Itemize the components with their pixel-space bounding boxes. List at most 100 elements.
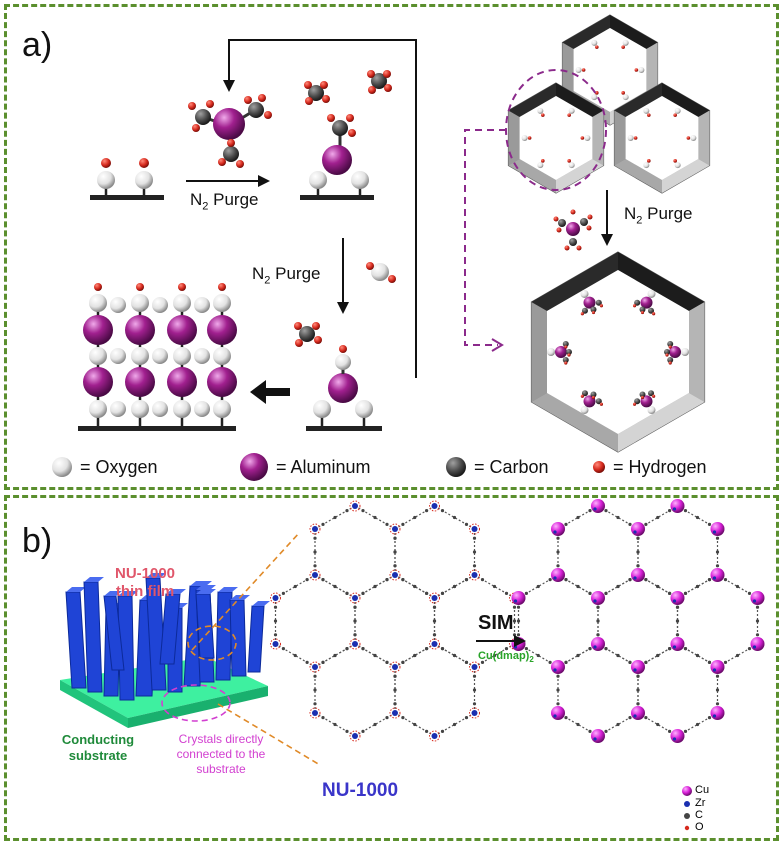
pore-carbon	[634, 299, 641, 306]
zr-node	[352, 641, 358, 647]
linker-carbon	[596, 633, 600, 637]
stack-oxygen	[152, 401, 168, 417]
stack-substrate	[78, 426, 236, 431]
stack-oxygen	[152, 297, 168, 313]
pore-carbon	[595, 299, 602, 306]
cu-node	[551, 522, 565, 536]
linker-carbon	[353, 619, 357, 623]
zr-node	[312, 710, 318, 716]
pore-hydroxyl	[591, 94, 598, 101]
linker-carbon	[321, 522, 325, 527]
zr-node	[392, 710, 398, 716]
linker-carbon	[707, 578, 712, 582]
linker-carbon	[644, 660, 648, 665]
cu-node	[551, 568, 565, 582]
zoom-lines	[187, 531, 321, 766]
zr-node	[392, 526, 398, 532]
zr-atom	[672, 645, 677, 649]
substrate-hydroxyl	[90, 158, 164, 200]
pore-hydroxyl	[674, 162, 681, 169]
pore-carbon	[595, 398, 602, 405]
alumina-multilayer	[78, 283, 237, 431]
stack-oxygen	[152, 348, 168, 364]
linker-carbon	[401, 716, 405, 720]
linker-carbon	[464, 522, 469, 527]
cu-node	[710, 568, 725, 582]
zr-node-ring	[429, 592, 440, 604]
linker-carbon	[636, 536, 640, 540]
pore-hydrogen	[599, 304, 604, 308]
pore-hydrogen	[564, 345, 568, 349]
tma-precursor	[188, 94, 272, 168]
zr-atom	[593, 645, 597, 649]
linker-carbon	[636, 550, 640, 554]
pore-oxygen	[580, 406, 589, 415]
linker-carbon	[616, 722, 620, 727]
pore-hydrogen	[652, 394, 656, 398]
film-crystal-top	[104, 591, 122, 596]
zr-atom	[553, 576, 557, 580]
pore-face	[508, 110, 520, 166]
zr-node-ring	[429, 638, 440, 650]
linker-carbon	[564, 578, 568, 582]
linker-carbon	[472, 688, 477, 692]
pore-hydrogen	[633, 136, 638, 140]
pore-hydroxyl	[575, 67, 582, 73]
zr-atom	[712, 576, 717, 580]
cycle-loop	[223, 39, 417, 378]
pore-hydroxyl	[568, 107, 575, 114]
linker-carbon	[321, 716, 325, 720]
zr-node-ring	[469, 523, 480, 535]
linker-carbon	[747, 591, 752, 596]
stack-aluminum	[83, 367, 113, 397]
mof-label: NU-1000	[322, 780, 399, 801]
pore-hydrogen	[567, 353, 571, 357]
stack-oxygen	[194, 297, 210, 313]
linker-carbon	[576, 722, 580, 727]
linker-carbon	[548, 660, 552, 665]
zr-node	[431, 503, 438, 509]
linker-carbon	[273, 619, 278, 623]
linker-carbon	[564, 660, 568, 665]
film-crystal-top	[196, 589, 216, 594]
film-crystal	[247, 605, 265, 673]
pore-face	[592, 110, 604, 166]
pore-hydrogen	[668, 361, 672, 365]
pore-hydrogen	[647, 159, 651, 163]
linker-carbon	[492, 653, 497, 658]
zr-node-ring	[389, 661, 401, 673]
stack-hydrogen	[94, 283, 102, 291]
linker-carbon	[755, 633, 760, 637]
pore-hydrogen	[640, 395, 645, 400]
linker-carbon	[715, 550, 720, 554]
stack-oxygen	[173, 347, 191, 365]
pore-carbon	[639, 306, 646, 313]
linker-carbon	[393, 564, 397, 568]
cu-node	[631, 568, 645, 582]
zr-node	[431, 641, 438, 647]
linker-carbon	[556, 702, 560, 706]
linker-carbon	[715, 564, 720, 568]
zr-atom	[553, 714, 557, 718]
linker-carbon	[556, 688, 560, 692]
linker-carbon	[715, 688, 720, 692]
zr-node-ring	[349, 592, 361, 604]
stack-oxygen	[173, 294, 191, 312]
pore-carbon	[648, 307, 655, 314]
zr-node-ring	[309, 523, 321, 535]
film-crystal-top	[118, 591, 138, 596]
stack-aluminum	[125, 315, 155, 345]
pore-hydrogen	[580, 394, 584, 398]
zr-atom	[513, 599, 518, 603]
pore-face	[508, 159, 556, 193]
linker-carbon	[536, 653, 540, 658]
linker-carbon	[472, 550, 477, 554]
linker-carbon	[588, 729, 592, 734]
pore-hydrogen	[567, 159, 571, 163]
pore-hydroxyl	[521, 135, 528, 141]
linker-carbon	[361, 729, 365, 734]
linker-carbon	[452, 584, 457, 589]
linker-carbon	[273, 633, 278, 637]
water-molecule	[366, 262, 396, 283]
